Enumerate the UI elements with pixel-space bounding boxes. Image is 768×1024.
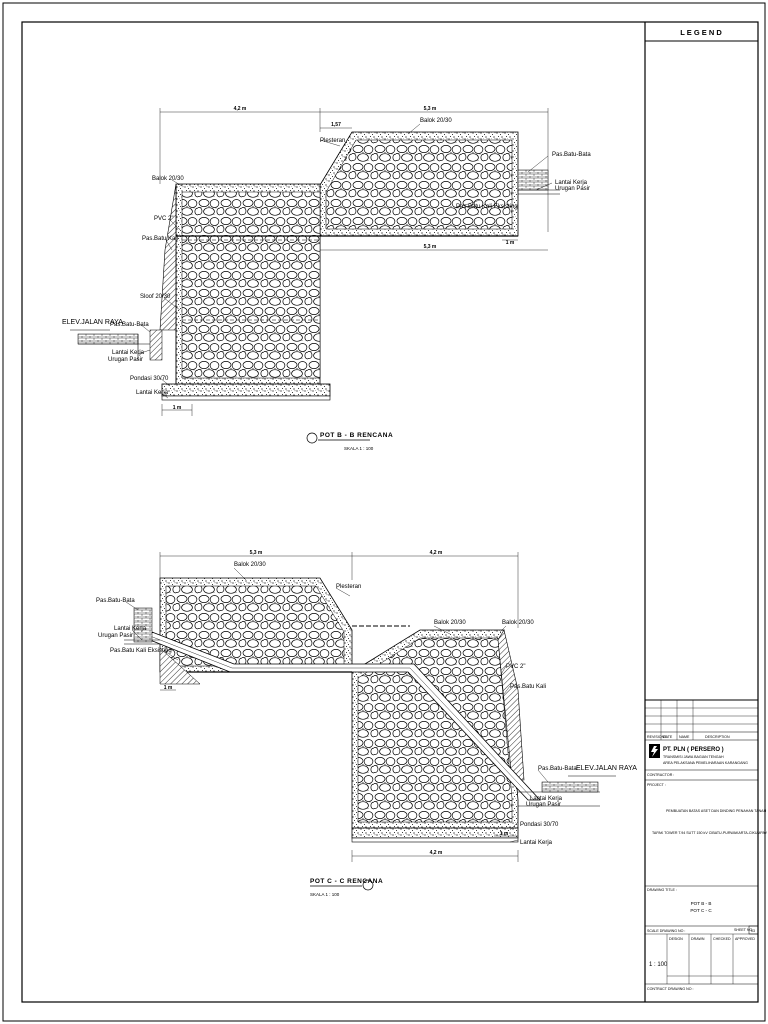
b-label-pvc: PVC 2" <box>154 216 173 222</box>
col-head-design: DESIGN <box>669 937 683 941</box>
contract-label: CONTRACT DRAWING NO : <box>647 987 694 991</box>
section-b-scale: SKALA 1 : 100 <box>344 446 374 451</box>
pln-logo <box>649 744 660 758</box>
b-label-sloof: Sloof 20/30 <box>140 294 171 300</box>
c-label-batu-kali-eksisting: Pas.Batu Kali Eksisting <box>110 648 172 654</box>
b-label-balok-left: Balok 20/30 <box>152 176 184 182</box>
scale-label: SCALE DRAWING NO : <box>647 929 685 933</box>
rev-head-description: DESCRIPTION <box>705 735 730 739</box>
c-label-balok-right: Balok 20/30 <box>502 620 534 626</box>
company-name: PT. PLN ( PERSERO ) <box>663 747 724 753</box>
dim-c-small-right: 1 m <box>500 831 509 837</box>
b-label-pondasi: Pondasi 30/70 <box>130 376 169 382</box>
c-label-urugan-pasir-left: Urugan Pasir <box>98 633 133 639</box>
c-label-pas-batu-kali: Pas.Batu Kali <box>510 684 546 690</box>
c-label-pas-batu-bata-right: Pas.Batu-Bata <box>538 766 577 772</box>
company-sub1: TRANSMISI JAWA BAGIAN TENGAH <box>663 755 724 759</box>
rev-head-date: DATE <box>663 735 673 739</box>
c-label-pvc: PVC 2" <box>506 664 525 670</box>
legend-box: L E G E N D <box>644 21 759 1002</box>
section-c-scale: SKALA 1 : 100 <box>310 892 340 897</box>
dim-c-left-top: 5,3 m <box>250 550 263 556</box>
contractor-label: CONTRACTOR : <box>647 773 674 777</box>
c-label-lantai-kerja-left: Lantai Kerja <box>114 626 147 632</box>
b-label-pas-batu-bata-left: Pas.Batu-Bata <box>110 322 149 328</box>
c-label-pas-batu-bata-left: Pas.Batu-Bata <box>96 598 135 604</box>
b-label-lantai-kerja-bottom: Lantai Kerja <box>136 390 169 396</box>
drawing-title-2: POT C - C <box>690 908 712 913</box>
b-label-lantai-kerja-right: Lantai Kerja <box>555 180 588 186</box>
project-desc1: PEMBUATAN BATAS ASET DAN DINDING PENAHAN… <box>666 809 767 813</box>
c-label-elev: ELEV.JALAN RAYA <box>576 765 637 772</box>
inner-border <box>21 21 759 1003</box>
c-label-plesteran: Plesteran <box>336 584 361 590</box>
b-label-balok-top: Balok 20/30 <box>420 118 452 124</box>
dim-b-left-top: 4,2 m <box>234 106 247 112</box>
rev-head-revisions: REVISIONS <box>647 735 667 739</box>
col-head-approved: APPROVED <box>735 937 755 941</box>
dim-b-right-mid: 5,3 m <box>424 244 437 250</box>
b-label-pas-batu-bata-right: Pas.Batu-Bata <box>552 152 591 158</box>
sheet-no: 03 <box>751 929 755 933</box>
b-label-pas-batu-kali: Pas.Batu Kali <box>142 236 178 242</box>
b-label-elev: ELEV.JALAN RAYA <box>62 319 123 326</box>
c-label-balok-mid: Balok 20/30 <box>434 620 466 626</box>
c-label-lantai-kerja-right: Lantai Kerja <box>530 796 563 802</box>
dim-b-step: 1,57 <box>331 122 341 128</box>
section-c-drawing: 5,3 m 4,2 m 4,2 m 1 <box>96 550 637 897</box>
project-desc2: TAPAK TOWER T.94 SUTT 150 kV CIBATU-PURW… <box>652 831 768 835</box>
project-label: PROJECT : <box>647 783 666 787</box>
dim-b-small-right: 1 m <box>506 240 515 246</box>
c-label-balok-top: Balok 20/30 <box>234 562 266 568</box>
title-block: REVISIONS DATE NAME DESCRIPTION PT. PLN … <box>644 699 768 1003</box>
section-b-title: POT B - B RENCANA <box>320 432 393 439</box>
dim-c-right-top: 4,2 m <box>430 550 443 556</box>
legend-title: L E G E N D <box>680 28 722 37</box>
rev-head-name: NAME <box>679 735 690 739</box>
b-label-plesteran: Plesteran <box>320 138 345 144</box>
dim-c-bottom: 4,2 m <box>430 850 443 856</box>
section-b-drawing: 4,2 m 5,3 m 1,57 5,3 m 1 m <box>62 106 591 451</box>
col-head-checked: CHECKED <box>713 937 731 941</box>
company-sub2: AREA PELAKSANA PEMELIHARAAN KARANGANG <box>663 761 748 765</box>
b-label-urugan-pasir-right: Urugan Pasir <box>555 186 590 192</box>
b-label-lantai-kerja-left: Lantai Kerja <box>112 350 145 356</box>
section-c-title: POT C - C RENCANA <box>310 878 383 885</box>
c-label-pondasi: Pondasi 30/70 <box>520 822 559 828</box>
drawing-title-1: POT B - B <box>691 901 712 906</box>
dim-c-small-left: 1 m <box>164 685 173 691</box>
b-label-batu-kali-eksisting: Pas.Batu Kali Eksisting <box>456 204 518 210</box>
c-label-urugan-pasir-right: Urugan Pasir <box>526 802 561 808</box>
scale-value: 1 : 100 <box>649 962 668 968</box>
sheet-no-label: SHEET NO <box>734 928 753 932</box>
dim-b-bottom-small: 1 m <box>173 405 182 411</box>
dim-b-right-top: 5,3 m <box>424 106 437 112</box>
c-label-lantai-kerja-bottom: Lantai Kerja <box>520 840 553 846</box>
col-head-drawn: DRAWN <box>691 937 705 941</box>
drawing-title-label: DRAWING TITLE : <box>647 888 677 892</box>
b-label-urugan-pasir-left: Urugan Pasir <box>108 357 143 363</box>
